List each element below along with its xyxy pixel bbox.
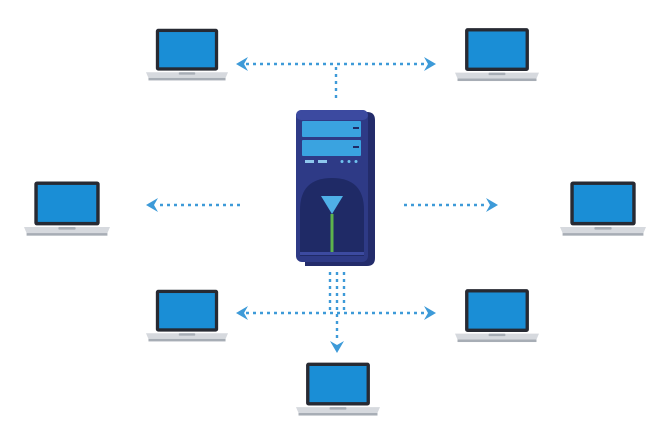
- laptop-bottom-center: [296, 362, 380, 416]
- arrow-to-top-left: [236, 57, 248, 71]
- laptop-middle-right: [560, 181, 646, 236]
- laptop-top-right: [455, 28, 539, 82]
- arrow-to-bottom-center: [330, 341, 344, 353]
- laptop-lower-right: [455, 289, 539, 343]
- arrow-to-middle-left: [146, 198, 158, 212]
- laptop-lower-left: [146, 289, 228, 342]
- server-icon: [296, 110, 375, 266]
- laptop-middle-left: [24, 181, 110, 236]
- laptop-top-left: [146, 28, 228, 81]
- connection-arrows: [146, 57, 498, 353]
- arrow-to-lower-right: [424, 306, 436, 320]
- arrow-to-middle-right: [486, 198, 498, 212]
- arrow-to-lower-left: [236, 306, 248, 320]
- arrow-to-top-right: [424, 57, 436, 71]
